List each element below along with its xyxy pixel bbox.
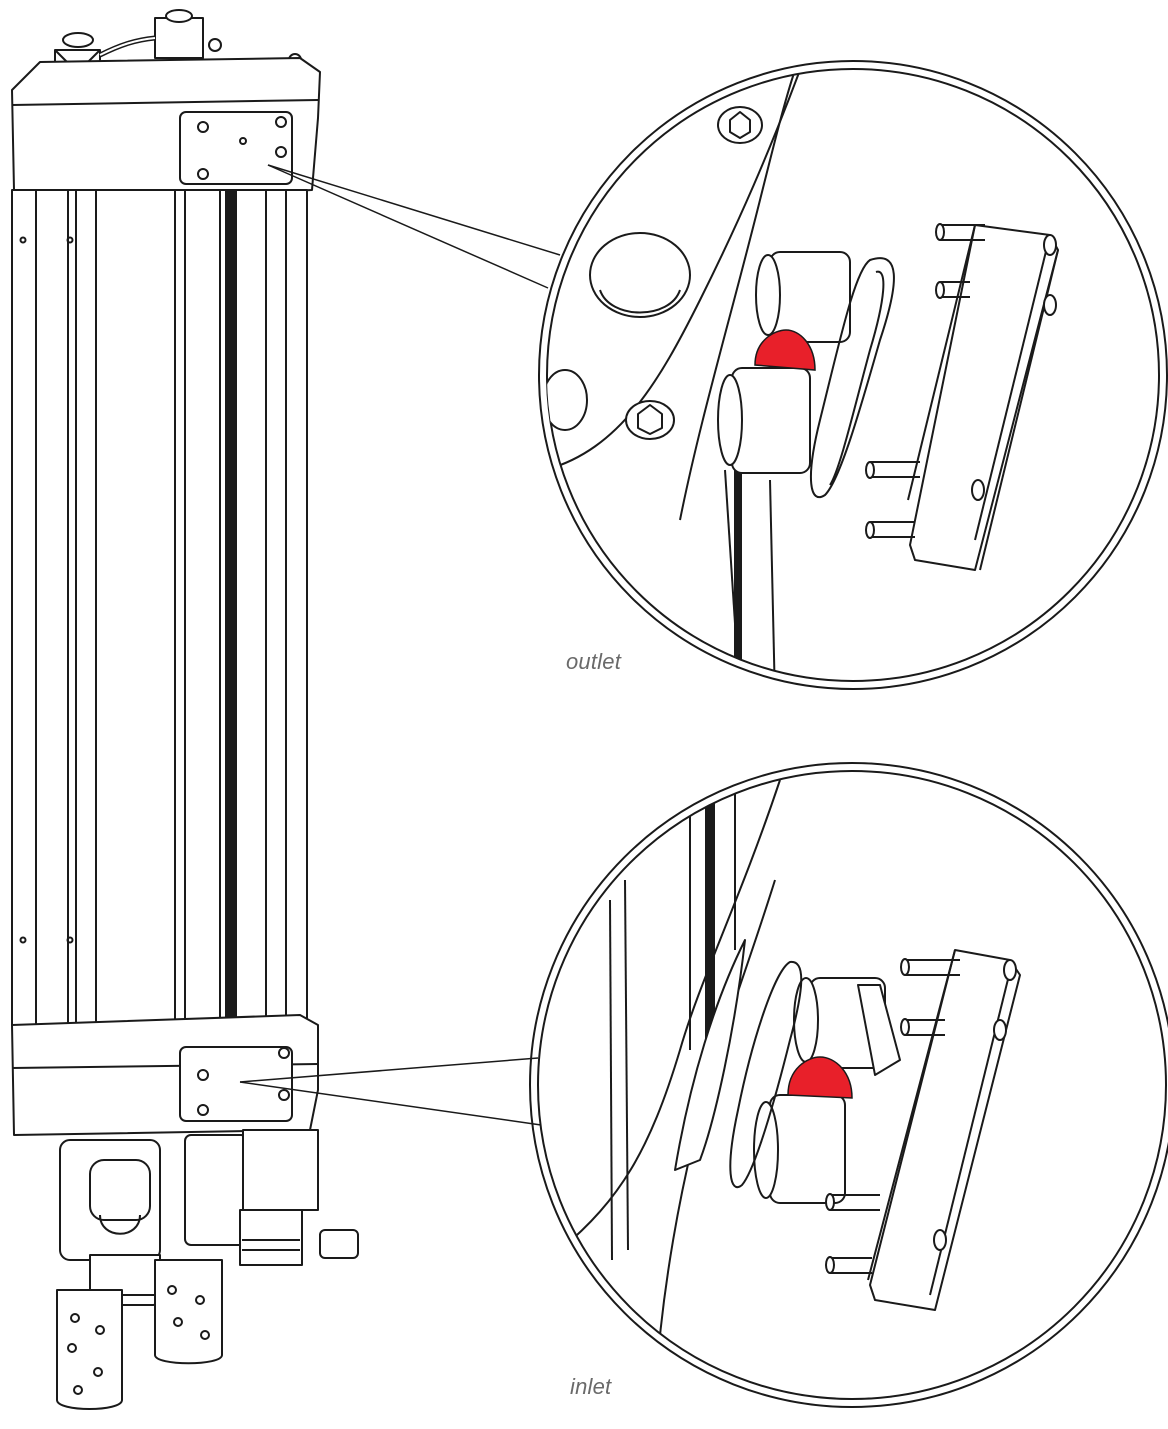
column-body [11, 189, 308, 1026]
outlet-callout [538, 60, 1168, 690]
outlet-caption: outlet [566, 649, 622, 674]
leader-lines [239, 164, 561, 1126]
inlet-red-marker [787, 1056, 853, 1099]
bottom-valves [56, 1129, 359, 1410]
inlet-caption: inlet [570, 1374, 612, 1399]
filter-unit [11, 9, 359, 1410]
inlet-callout [529, 762, 1168, 1408]
inlet-cover-plate [179, 1046, 293, 1122]
outlet-red-marker [754, 329, 816, 371]
